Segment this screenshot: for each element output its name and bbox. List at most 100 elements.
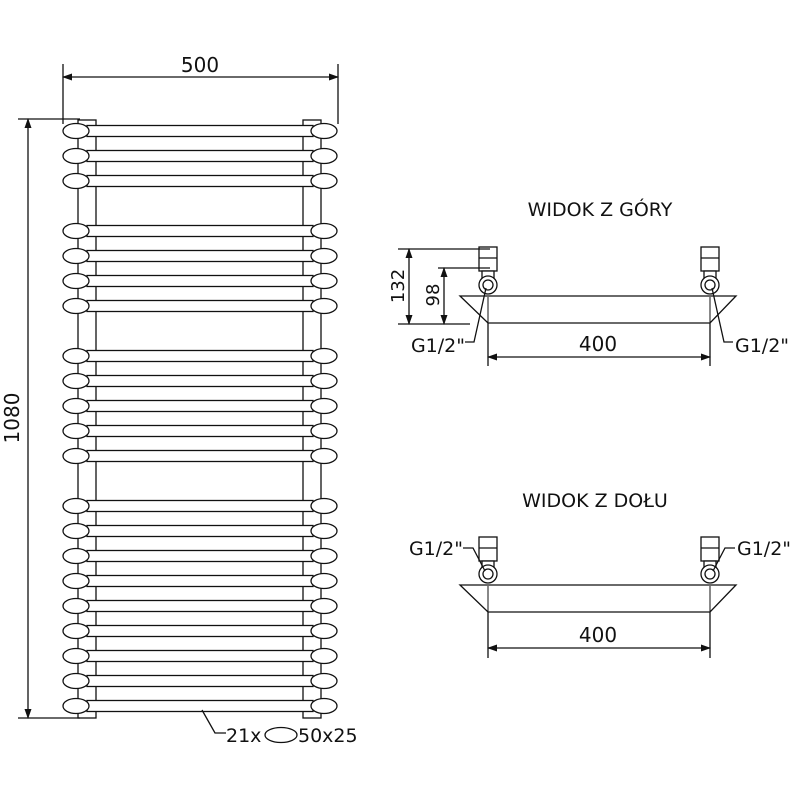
- front-view: [18, 64, 339, 744]
- top-view-title: WIDOK Z GÓRY: [528, 197, 673, 221]
- top-left-valve: [478, 246, 498, 295]
- top-connection-right-label: G1/2": [735, 335, 789, 357]
- tubes-group: [62, 122, 338, 715]
- tube-end: [310, 597, 338, 615]
- bottom-view-title: WIDOK Z DOŁU: [522, 490, 668, 512]
- tube-end: [62, 397, 90, 415]
- tube-end: [310, 522, 338, 540]
- tube-end: [310, 447, 338, 465]
- tube-count-label: 21x: [226, 725, 261, 747]
- tube: [62, 597, 338, 615]
- tube-end: [310, 122, 338, 140]
- tube-end: [310, 272, 338, 290]
- bottom-left-valve: [478, 536, 498, 584]
- top-right-leader: [711, 287, 733, 343]
- tube-end: [310, 497, 338, 515]
- top-body: [458, 295, 738, 324]
- bottom-connection-left-label: G1/2": [409, 538, 463, 560]
- bottom-view: [458, 536, 738, 658]
- tube-end: [310, 572, 338, 590]
- height-label: 1080: [0, 393, 24, 444]
- tube-end: [62, 172, 90, 190]
- tube: [62, 622, 338, 640]
- tube-end: [62, 672, 90, 690]
- tube-end: [310, 422, 338, 440]
- tube-end: [62, 247, 90, 265]
- bottom-body: [458, 584, 738, 613]
- top-depth-total-label: 132: [388, 269, 409, 303]
- bottom-spacing-dimension: [487, 612, 711, 658]
- tube: [62, 572, 338, 590]
- tube: [62, 172, 338, 190]
- tube-end: [62, 147, 90, 165]
- top-depth-axis-label: 98: [423, 284, 444, 307]
- top-spacing-dimension: [487, 323, 711, 366]
- tube-end: [62, 272, 90, 290]
- height-dimension: [18, 118, 80, 719]
- tube: [62, 222, 338, 240]
- tube-end: [62, 647, 90, 665]
- tube-end: [310, 297, 338, 315]
- tube-end: [310, 247, 338, 265]
- tube-end: [62, 447, 90, 465]
- tube: [62, 122, 338, 140]
- tube-end: [62, 522, 90, 540]
- bottom-connection-right-label: G1/2": [737, 538, 791, 560]
- tube-end: [62, 622, 90, 640]
- tube: [62, 372, 338, 390]
- tube: [62, 522, 338, 540]
- tube-end: [62, 297, 90, 315]
- tube-end: [62, 547, 90, 565]
- bottom-left-leader: [463, 547, 486, 572]
- tube-end: [310, 647, 338, 665]
- tube-end: [310, 172, 338, 190]
- width-dimension: [62, 64, 339, 124]
- tube: [62, 447, 338, 465]
- tube-end: [62, 597, 90, 615]
- tube-size-label: 50x25: [298, 725, 358, 747]
- tube-end: [62, 572, 90, 590]
- tube-end: [62, 372, 90, 390]
- left-collector: [77, 119, 97, 719]
- tube-end: [310, 622, 338, 640]
- tube-end: [310, 397, 338, 415]
- tube: [62, 297, 338, 315]
- right-collector: [302, 119, 322, 719]
- bottom-spacing-label: 400: [579, 623, 617, 647]
- tube-end: [310, 697, 338, 715]
- tube: [62, 672, 338, 690]
- tube-end: [62, 497, 90, 515]
- tube: [62, 272, 338, 290]
- tube-end: [310, 222, 338, 240]
- top-left-leader: [465, 287, 487, 343]
- tube: [62, 347, 338, 365]
- bottom-right-valve: [700, 536, 720, 584]
- top-view: [398, 246, 738, 366]
- top-depth-dimension: [398, 248, 490, 325]
- tube-end: [310, 672, 338, 690]
- tube: [62, 147, 338, 165]
- tube-end: [310, 147, 338, 165]
- tube-end: [62, 347, 90, 365]
- tube: [62, 247, 338, 265]
- tube-end: [62, 222, 90, 240]
- tube-end: [62, 697, 90, 715]
- top-connection-left-label: G1/2": [411, 335, 465, 357]
- tube-end: [310, 372, 338, 390]
- width-label: 500: [181, 53, 219, 77]
- bottom-right-leader: [712, 547, 735, 572]
- tube: [62, 497, 338, 515]
- tube: [62, 697, 338, 715]
- tube: [62, 647, 338, 665]
- tube: [62, 547, 338, 565]
- tube: [62, 422, 338, 440]
- tube-section-icon: [264, 726, 298, 744]
- top-spacing-label: 400: [579, 332, 617, 356]
- tube-end: [310, 547, 338, 565]
- tube-end: [62, 122, 90, 140]
- tube: [62, 397, 338, 415]
- tube-end: [310, 347, 338, 365]
- tube-end: [62, 422, 90, 440]
- top-right-valve: [700, 246, 720, 295]
